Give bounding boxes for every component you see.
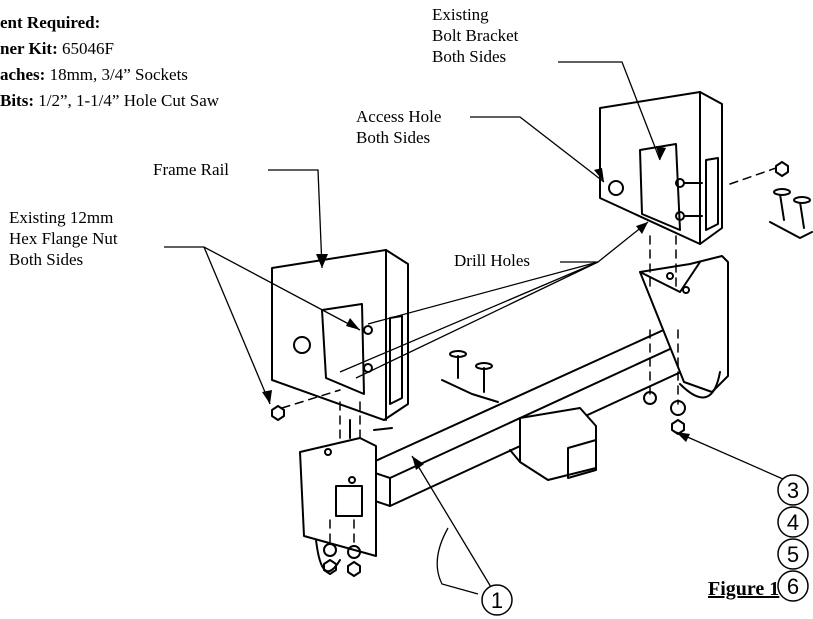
- equipment-line-bits: Bits: 1/2”, 1-1/4” Hole Cut Saw: [0, 91, 220, 110]
- callout-circle-3: [777, 474, 809, 506]
- right-bracket: [639, 255, 729, 393]
- label-existing-bolt-bracket: Existing Bolt Bracket Both Sides: [432, 5, 519, 66]
- right-hardware: [643, 161, 813, 435]
- equipment-line-wrenches: aches: 18mm, 3/4” Sockets: [0, 65, 188, 84]
- alignment-lines: [281, 167, 777, 549]
- safety-chain-loop-left: [315, 539, 341, 573]
- callout-circles: [481, 474, 809, 616]
- label-frame-rail: Frame Rail: [153, 160, 230, 179]
- callout-number-6: 6: [787, 574, 799, 599]
- callout-number-3: 3: [787, 478, 799, 503]
- right-frame-rail: [599, 91, 723, 245]
- left-bracket: [299, 419, 393, 557]
- callout-number-5: 5: [787, 542, 799, 567]
- label-access-hole: Access Hole Both Sides: [356, 107, 442, 147]
- equipment-heading: ent Required:: [0, 13, 101, 32]
- figure-caption: Figure 1: [708, 578, 780, 600]
- callout-circle-5: [777, 538, 809, 570]
- label-existing-nut: Existing 12mm Hex Flange Nut Both Sides: [9, 208, 118, 269]
- left-frame-rail: [271, 249, 409, 421]
- leader-arrowheads: [262, 146, 690, 470]
- callout-circle-4: [777, 506, 809, 538]
- callout-number-4: 4: [787, 510, 799, 535]
- safety-chain-loop-right: [679, 371, 721, 399]
- hitch-cross-tube: [359, 317, 721, 507]
- receiver-tube: [509, 407, 597, 481]
- callout-circle-1: [481, 584, 513, 616]
- equipment-required: ent Required: ner Kit: 65046F aches: 18m…: [0, 10, 219, 114]
- callout-number-1: 1: [491, 588, 503, 613]
- equipment-line-kit: ner Kit: 65046F: [0, 39, 114, 58]
- label-drill-holes: Drill Holes: [454, 251, 531, 270]
- callout-circle-6: [777, 570, 809, 602]
